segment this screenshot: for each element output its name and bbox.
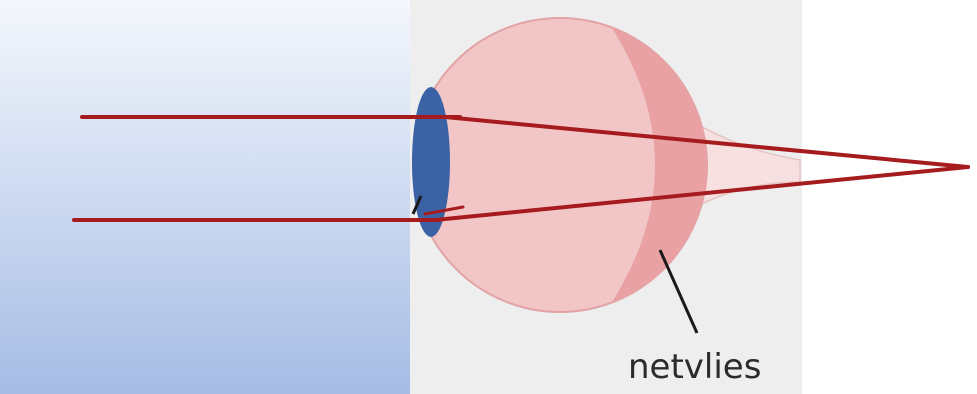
lens-tick bbox=[411, 195, 423, 215]
retina-label: netvlies bbox=[628, 347, 761, 387]
light-rays bbox=[72, 115, 970, 222]
upper-refracted-ray bbox=[443, 115, 970, 169]
lower-refracted-ray bbox=[433, 165, 970, 222]
outside-background bbox=[0, 0, 410, 394]
retina-leader-line bbox=[658, 249, 699, 334]
ray-stub bbox=[423, 205, 465, 216]
lens bbox=[412, 87, 450, 237]
